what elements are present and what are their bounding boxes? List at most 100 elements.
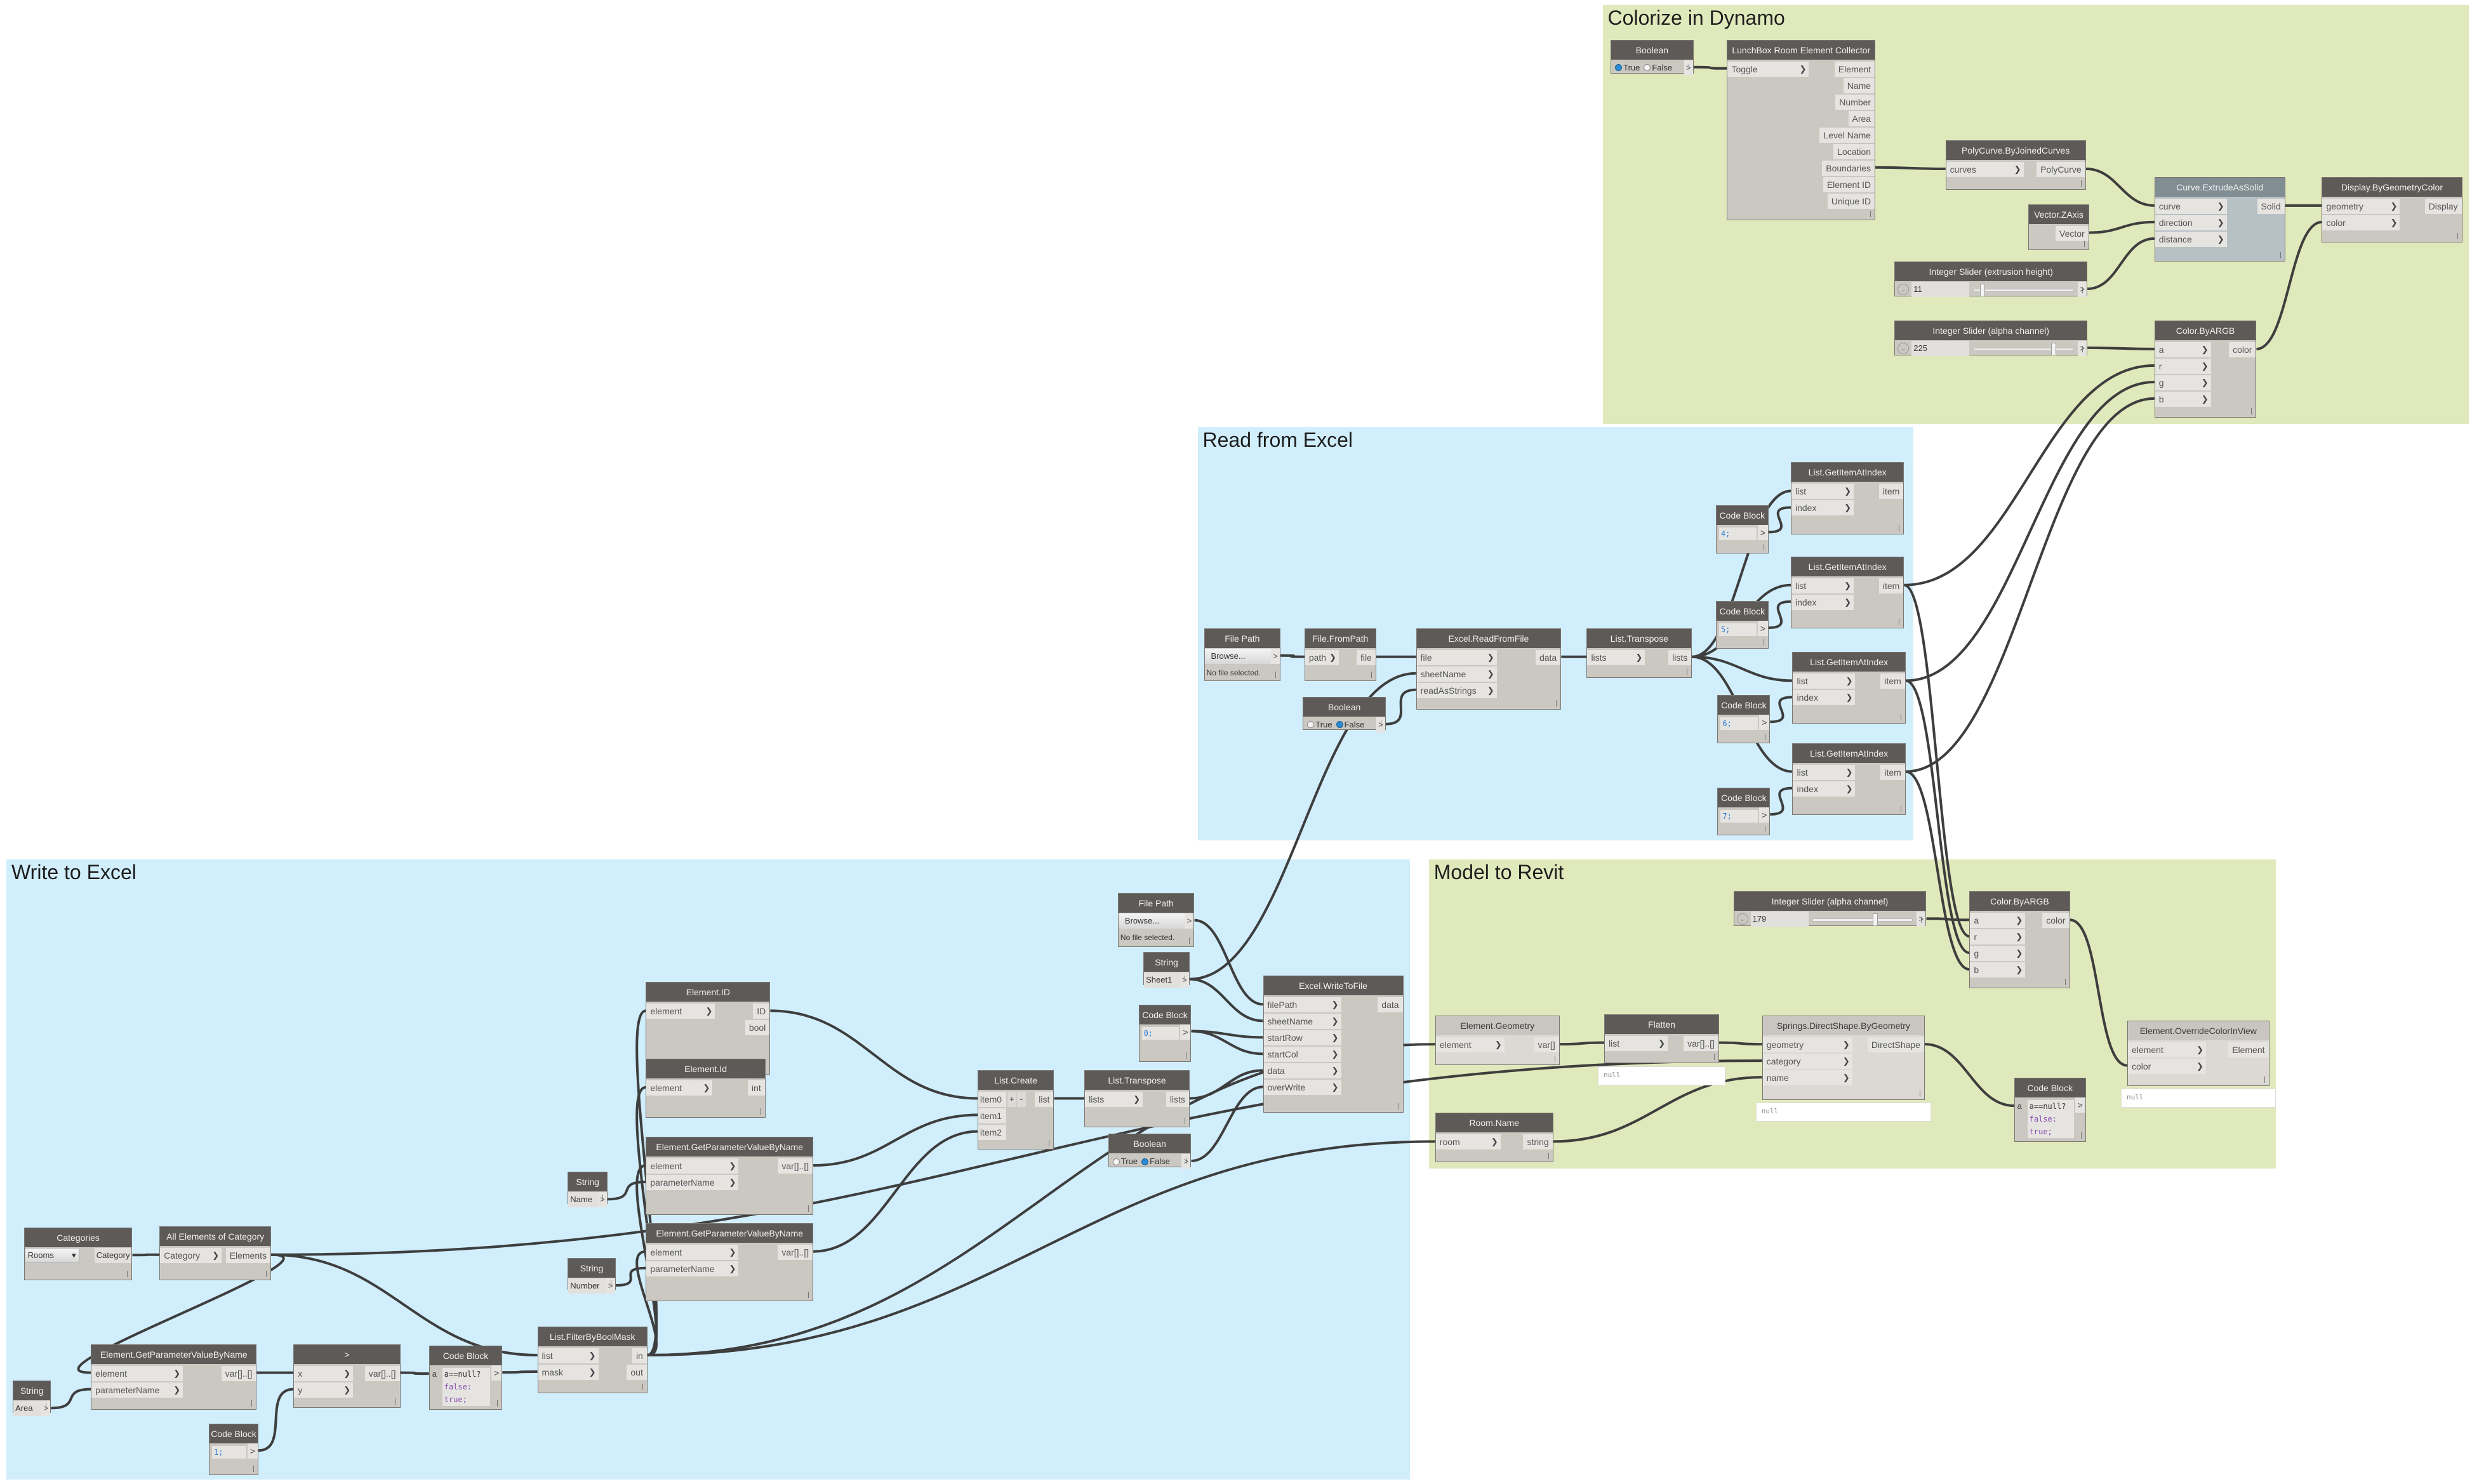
output-port-element[interactable]: Element	[2228, 1042, 2269, 1057]
input-port-list[interactable]: list❯	[1791, 484, 1854, 500]
radio-true[interactable]: True	[1112, 1154, 1138, 1169]
output-port-number[interactable]: Number	[1835, 94, 1875, 110]
input-port-g[interactable]: g❯	[1970, 946, 2026, 962]
output-port-id[interactable]: ID	[753, 1004, 770, 1019]
input-port-b[interactable]: b❯	[2155, 391, 2211, 407]
slider-value[interactable]: 11	[1911, 281, 1970, 297]
radio-true[interactable]: True	[1615, 60, 1640, 76]
string-value[interactable]: Sheet1	[1144, 972, 1180, 988]
slider-thumb[interactable]	[2051, 342, 2057, 355]
slider-value[interactable]: 225	[1911, 340, 1970, 356]
radio-false[interactable]: False	[1336, 717, 1364, 732]
output-port-item[interactable]: item	[1878, 578, 1904, 593]
output-port-color[interactable]: color	[2229, 341, 2256, 357]
node-integer-slider-alpha-channel[interactable]: Integer Slider (alpha channel)⌄179>	[1733, 891, 1927, 927]
input-port-lists[interactable]: lists❯	[1085, 1091, 1143, 1107]
output-port-color[interactable]: color	[2042, 913, 2070, 929]
input-port-startcol[interactable]: startCol❯	[1263, 1047, 1341, 1063]
string-value[interactable]: Number	[568, 1278, 606, 1294]
input-port-curves[interactable]: curves❯	[1946, 162, 2024, 178]
output-port[interactable]: >	[2075, 1097, 2085, 1113]
output-port-lists[interactable]: lists	[1166, 1091, 1189, 1107]
input-port-lists[interactable]: lists❯	[1587, 649, 1645, 665]
input-port-curve[interactable]: curve❯	[2155, 198, 2227, 214]
input-port-element[interactable]: element❯	[91, 1365, 183, 1381]
input-port-readasstrings[interactable]: readAsStrings❯	[1416, 682, 1497, 698]
output-port-area[interactable]: Area	[1848, 110, 1875, 126]
output-port[interactable]: >	[1759, 715, 1770, 731]
input-port-parametername[interactable]: parameterName❯	[646, 1261, 739, 1276]
radio-false[interactable]: False	[1644, 60, 1672, 76]
remove-input-button[interactable]: -	[1016, 1091, 1026, 1107]
string-value[interactable]: Name	[568, 1192, 599, 1208]
browse-button[interactable]: Browse...	[1118, 913, 1185, 929]
code-editor[interactable]: 1;	[212, 1446, 246, 1459]
input-port-parametername[interactable]: parameterName❯	[91, 1382, 183, 1398]
output-port[interactable]: >	[1759, 807, 1770, 823]
output-port-var[interactable]: var[]	[1534, 1037, 1559, 1053]
output-port-var[interactable]: var[]..[]	[778, 1244, 813, 1260]
add-input-button[interactable]: +	[1007, 1091, 1016, 1107]
input-port-index[interactable]: index❯	[1793, 781, 1856, 797]
input-port-list[interactable]: list❯	[1605, 1035, 1668, 1051]
input-port-overwrite[interactable]: overWrite❯	[1263, 1080, 1341, 1096]
input-port-item1[interactable]: item1	[978, 1108, 1006, 1123]
output-port[interactable]: >	[1757, 621, 1768, 637]
input-port-b[interactable]: b❯	[1970, 962, 2026, 978]
connector-wire[interactable]	[1905, 380, 2155, 682]
output-port-string[interactable]: string	[1523, 1134, 1553, 1150]
input-port-mask[interactable]: mask❯	[538, 1364, 599, 1380]
code-editor[interactable]: 4;	[1718, 527, 1757, 541]
input-port-list[interactable]: list❯	[1791, 578, 1854, 593]
output-port-data[interactable]: data	[1535, 649, 1561, 665]
input-port-x[interactable]: x❯	[294, 1365, 354, 1381]
node-integer-slider-alpha-channel[interactable]: Integer Slider (alpha channel)⌄225>	[1894, 320, 2088, 356]
output-port[interactable]: >	[1271, 648, 1280, 664]
input-port-y[interactable]: y❯	[294, 1382, 354, 1398]
output-port[interactable]: >	[1757, 525, 1768, 541]
slider-track[interactable]	[1969, 341, 2078, 356]
radio-false[interactable]: False	[1141, 1154, 1170, 1169]
input-port-path[interactable]: path❯	[1305, 649, 1339, 665]
input-port-list[interactable]: list❯	[538, 1348, 599, 1363]
output-port-var[interactable]: var[]..[]	[364, 1365, 400, 1381]
input-port-color[interactable]: color❯	[2128, 1058, 2206, 1074]
output-port-level-name[interactable]: Level Name	[1819, 127, 1875, 143]
output-port-vector[interactable]: Vector	[2056, 225, 2089, 241]
input-port-name[interactable]: name❯	[1762, 1070, 1852, 1086]
chevron-down-icon[interactable]: ⌄	[1736, 913, 1748, 925]
output-port-var[interactable]: var[]..[]	[221, 1365, 256, 1381]
input-port-element[interactable]: element❯	[1435, 1037, 1505, 1053]
output-port-boundaries[interactable]: Boundaries	[1822, 160, 1875, 176]
input-port-index[interactable]: index❯	[1791, 500, 1854, 516]
output-port-out[interactable]: out	[627, 1364, 647, 1380]
input-port-element[interactable]: element❯	[646, 1244, 739, 1260]
output-port-elements[interactable]: Elements	[225, 1247, 271, 1263]
node-compare[interactable]: >x❯y❯var[]..[]	[293, 1344, 401, 1408]
output-port-int[interactable]: int	[747, 1080, 765, 1096]
